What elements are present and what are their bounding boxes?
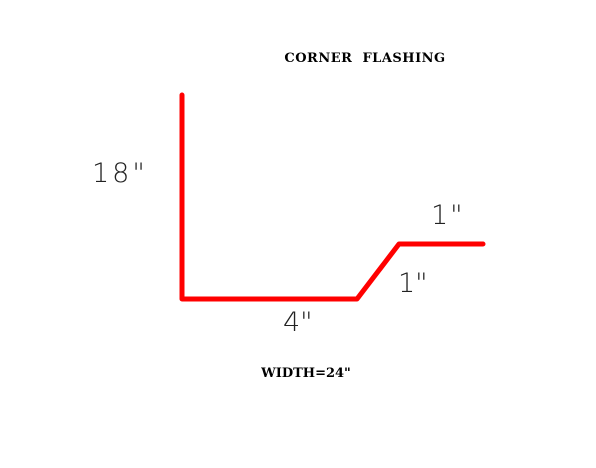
flashing-profile-line xyxy=(179,92,486,302)
slope-leg-dimension: 1" xyxy=(398,268,428,299)
diagram-title: CORNER FLASHING xyxy=(284,51,446,66)
width-label: WIDTH=24" xyxy=(261,366,351,381)
top-leg-dimension: 1" xyxy=(431,200,465,231)
bottom-leg-dimension: 4" xyxy=(283,307,313,338)
vertical-leg-dimension: 18" xyxy=(92,158,148,189)
